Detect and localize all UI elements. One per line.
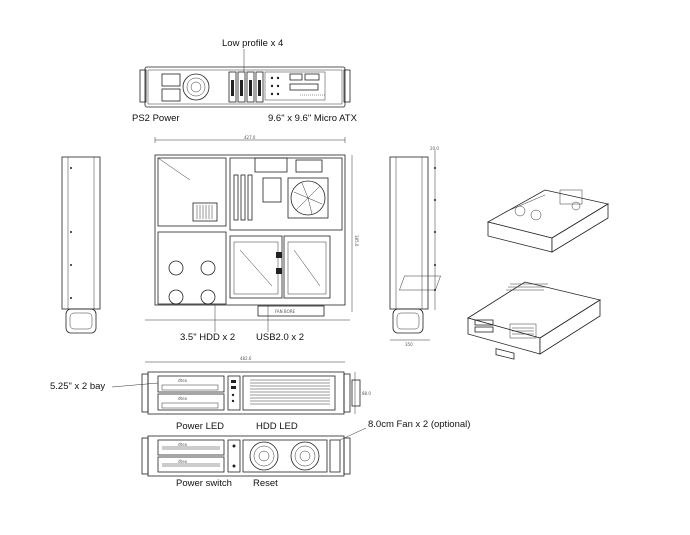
drive-brand-1: dteo bbox=[178, 378, 188, 383]
width-dimension: 427.0 bbox=[244, 135, 256, 140]
power-switch-label: Power switch bbox=[176, 478, 232, 489]
hdd-cages bbox=[229, 235, 331, 299]
left-side-view bbox=[61, 156, 101, 334]
hdd-led-label: HDD LED bbox=[256, 421, 298, 432]
top-view: 427.0 385.0 bbox=[145, 135, 359, 332]
fan-bore-label: FAN BORE bbox=[275, 309, 296, 314]
micro-atx-label: 9.6" x 9.6" Micro ATX bbox=[268, 113, 357, 124]
front-width-dimension: 482.6 bbox=[240, 356, 252, 361]
right-side-view: 20.0 350 bbox=[389, 146, 439, 347]
low-profile-slots bbox=[228, 71, 264, 103]
bay-label: 5.25" x 2 bay bbox=[50, 381, 106, 392]
isometric-open-view bbox=[486, 189, 610, 360]
depth-dimension: 385.0 bbox=[354, 235, 359, 247]
drive-brand-4: dteo bbox=[178, 459, 188, 464]
power-led-label: Power LED bbox=[176, 421, 225, 432]
ps2-power-label: PS2 Power bbox=[132, 113, 180, 124]
drive-brand-3: dteo bbox=[178, 442, 188, 447]
side-top-dimension: 20.0 bbox=[430, 146, 439, 151]
height-dimension: 88.0 bbox=[362, 391, 371, 396]
usb-label: USB2.0 x 2 bbox=[256, 332, 305, 343]
reset-label: Reset bbox=[253, 478, 278, 489]
low-profile-label: Low profile x 4 bbox=[222, 38, 284, 49]
hdd-label: 3.5" HDD x 2 bbox=[180, 332, 236, 343]
drive-brand-2: dteo bbox=[178, 396, 188, 401]
front-view: 482.6 dteo dteo 88.0 bbox=[111, 356, 371, 415]
front-view-open: dteo dteo bbox=[141, 427, 367, 477]
front-drive-bays: dteo dteo bbox=[157, 375, 225, 411]
front-fans bbox=[249, 441, 320, 471]
isometric-closed-view bbox=[399, 275, 602, 355]
rear-view bbox=[139, 49, 351, 108]
fan-label: 8.0cm Fan x 2 (optional) bbox=[368, 419, 471, 430]
side-depth-dimension: 350 bbox=[405, 342, 413, 347]
